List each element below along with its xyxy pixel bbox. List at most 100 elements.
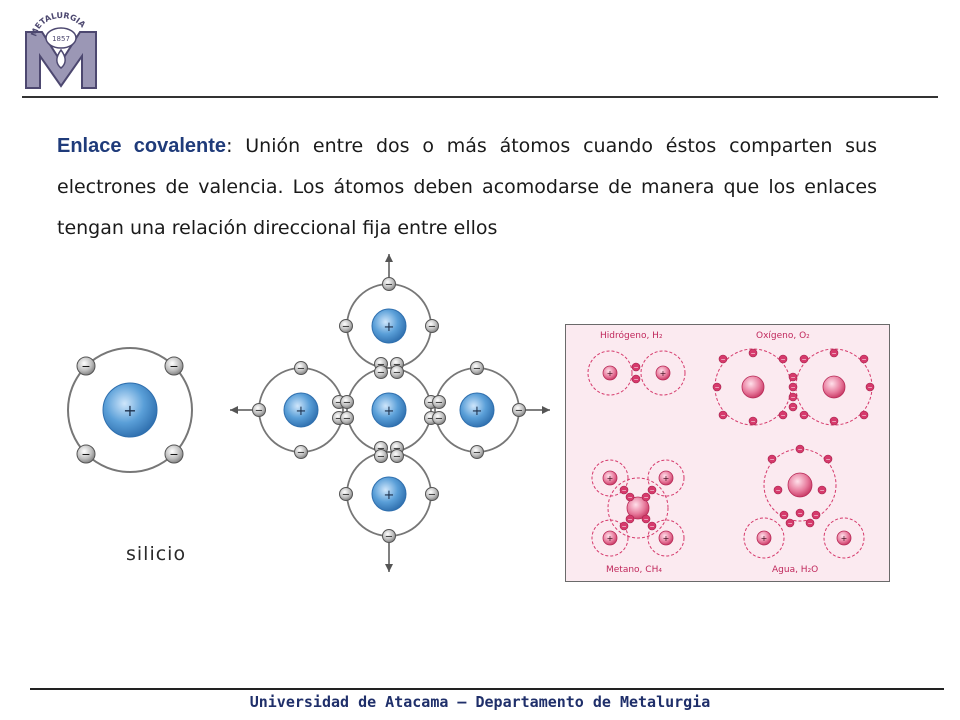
electron-symbol: − [621, 524, 626, 531]
dashed-orbit [823, 517, 865, 559]
electron-symbol: − [473, 448, 481, 459]
nucleus-symbol: + [607, 474, 614, 483]
electron-symbol: − [790, 405, 795, 412]
electron-symbol: − [342, 490, 350, 501]
university-logo: METALURGIA 1857 [25, 11, 97, 89]
molecule-drawings: ++−−−−−−−−−−−−−−−−−−−−++++−−−−−−−−++−−−−… [587, 348, 875, 559]
electron [619, 485, 629, 495]
electron [252, 403, 266, 417]
electron-symbol: − [831, 351, 836, 358]
dashed-orbit [647, 459, 685, 497]
nucleus [602, 365, 618, 381]
electron [641, 514, 651, 524]
svg-text:−: − [169, 448, 178, 461]
electron-symbol: − [385, 280, 393, 291]
electron [374, 449, 388, 463]
valence-electrons: − − − − [76, 356, 184, 464]
electron [382, 277, 396, 291]
electron-symbol: − [621, 488, 626, 495]
electron [788, 392, 798, 402]
nucleus-symbol: + [472, 404, 483, 419]
electron-symbol: − [427, 414, 435, 425]
svg-text:−: − [169, 360, 178, 373]
electron-symbol: − [427, 398, 435, 409]
electron [425, 487, 439, 501]
electron-symbol: − [819, 488, 824, 495]
crystal-atoms: +++++−−−−−−−−−−−−−−−−−−−−−−−−−−−− [230, 254, 550, 572]
electron-symbol: − [649, 524, 654, 531]
nucleus-symbol: + [663, 474, 670, 483]
electron [799, 354, 809, 364]
molecule-examples-panel: ++−−−−−−−−−−−−−−−−−−−−++++−−−−−−−−++−−−−… [565, 324, 890, 582]
electron [785, 518, 795, 528]
electron-symbol: − [781, 513, 786, 520]
definition-paragraph: Enlace covalente: Unión entre dos o más … [57, 126, 877, 249]
nucleus [836, 530, 852, 546]
electron [625, 492, 635, 502]
electron [647, 521, 657, 531]
electron [823, 454, 833, 464]
nucleus [602, 470, 618, 486]
electron-symbol: − [813, 513, 818, 520]
electron-symbol: − [473, 364, 481, 375]
electron [718, 410, 728, 420]
electron [631, 362, 641, 372]
electron [470, 361, 484, 375]
electron-symbol: − [393, 452, 401, 463]
electron-symbol: − [831, 419, 836, 426]
label-hydrogen: Hidrógeno, H₂ [600, 331, 663, 341]
electron-symbol: − [790, 375, 795, 382]
electron-symbol: − [633, 365, 638, 372]
nucleus-symbol: + [841, 534, 848, 543]
electron-symbol: − [867, 385, 872, 392]
electron-symbol: − [801, 413, 806, 420]
electron-symbol: − [790, 385, 795, 392]
nucleus [741, 375, 765, 399]
nucleus [822, 375, 846, 399]
electron [339, 487, 353, 501]
dashed-orbit [763, 448, 837, 522]
dashed-orbit [591, 459, 629, 497]
electron [748, 348, 758, 358]
label-oxygen: Oxígeno, O₂ [756, 331, 810, 341]
electron [795, 444, 805, 454]
electron-symbol: − [435, 398, 443, 409]
electron-symbol: − [797, 447, 802, 454]
header-divider [22, 96, 938, 98]
term-heading: Enlace covalente [57, 135, 227, 157]
electron-symbol: − [385, 532, 393, 543]
electron [512, 403, 526, 417]
electron [817, 485, 827, 495]
nucleus [283, 392, 319, 428]
dashed-orbit [647, 519, 685, 557]
electron-symbol: − [342, 322, 350, 333]
nucleus-symbol: + [384, 320, 395, 335]
electron-symbol: − [435, 414, 443, 425]
electron-symbol: − [343, 414, 351, 425]
logo-year: 1857 [52, 35, 70, 43]
electron [829, 348, 839, 358]
nucleus [658, 530, 674, 546]
electron [382, 529, 396, 543]
nucleus-symbol: + [663, 534, 670, 543]
electron-symbol: − [643, 495, 648, 502]
arrow-head [542, 406, 550, 414]
electron-symbol: − [627, 517, 632, 524]
electron [779, 510, 789, 520]
dashed-orbit [591, 519, 629, 557]
arrow-head [230, 406, 238, 414]
nucleus-symbol: + [123, 401, 136, 420]
electron [432, 411, 446, 425]
electron-symbol: − [861, 413, 866, 420]
definition-text: Unión entre dos o más átomos cuando ésto… [57, 135, 877, 239]
covalent-bond-crystal-diagram: +++++−−−−−−−−−−−−−−−−−−−−−−−−−−−− [230, 254, 550, 572]
footer-text: Universidad de Atacama – Departamento de… [249, 693, 711, 711]
electron [805, 518, 815, 528]
nucleus [102, 382, 158, 438]
electron-symbol: − [787, 521, 792, 528]
nucleus [756, 530, 772, 546]
electron-symbol: − [775, 488, 780, 495]
nucleus [371, 308, 407, 344]
electron [340, 411, 354, 425]
electron-symbol: − [861, 357, 866, 364]
